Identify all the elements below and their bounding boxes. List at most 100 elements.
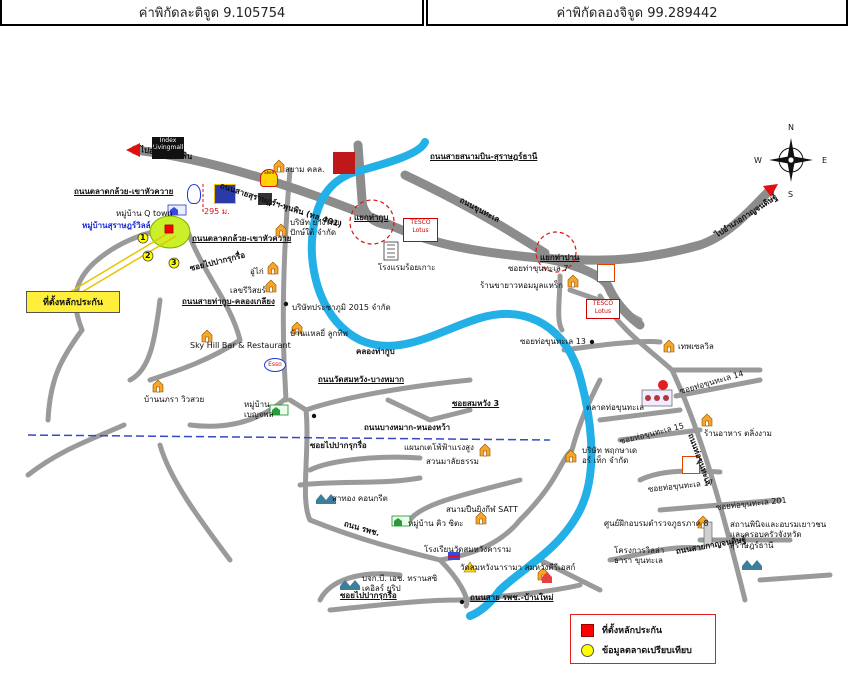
label-village-q: หมู่บ้าน Q town — [116, 209, 173, 218]
label-market-khun: ตลาดท่อขุนทะเล — [586, 403, 645, 412]
house-icon — [663, 339, 675, 353]
label-wat: วัดสมหวังนารามา สมหวังคีรีเอสก์ — [460, 563, 576, 572]
label-lek-wison: เลขรีวิสยร์ — [230, 286, 266, 295]
house-icon — [479, 443, 491, 457]
label-sky-hill: Sky Hill Bar & Restaurant — [190, 341, 291, 350]
label-hospital: เทพเซลวิล — [678, 342, 714, 351]
house-red-icon — [542, 572, 552, 583]
legend-market: ข้อมูลตลาดเปรียบเทียบ — [581, 643, 692, 657]
wat-icon — [463, 561, 477, 573]
minor-roads — [25, 167, 833, 613]
distance-label: 295 ม. — [204, 207, 230, 216]
house-icon — [265, 279, 277, 293]
house-icon — [275, 223, 287, 237]
legend-collateral-text: ที่ตั้งหลักประกัน — [602, 626, 663, 636]
house-icon — [273, 159, 285, 173]
school-flag-icon — [448, 552, 460, 560]
training-tower-icon — [703, 521, 713, 547]
tesco-lotus-logo-2: TESCO Lotus — [586, 299, 620, 319]
index-livingmall-logo: Index Livingmall — [152, 137, 184, 159]
river — [307, 138, 596, 620]
village-q-icon — [167, 204, 187, 216]
label-training-center: ศูนย์ฝึกอบรมตำรวจภูธรภาค 8 — [604, 519, 709, 528]
house-icon — [267, 261, 279, 275]
label-restaurant: ร้านอาหาร ตลิ่งงาม — [704, 429, 772, 438]
factory-icon — [340, 580, 360, 590]
market-marker-1 — [137, 232, 149, 244]
label-mai-bon: หมู่บ้าน เบญจพล — [244, 400, 274, 420]
factory-icon — [742, 560, 762, 570]
label-kim-village: หมู่บ้าน คิว ซิตะ — [408, 519, 464, 528]
seven-eleven-logo-1 — [597, 264, 615, 282]
label-rice-shop: ร้านขายาวหอมมูลแหร็ก — [480, 281, 563, 290]
tesco-lotus-text-2: TESCO Lotus — [592, 300, 614, 315]
market-markers — [137, 232, 180, 269]
label-soi-khun-7: ซอยท่าขุนทะเล 7 — [508, 264, 569, 273]
legend-collateral: ที่ตั้งหลักประกัน — [581, 623, 662, 637]
hotel-building-icon — [383, 241, 399, 261]
crystal-logo — [333, 152, 355, 174]
label-tha-pan-junction: แยกท่าปาน — [540, 253, 580, 262]
compass-e: E — [822, 156, 828, 165]
house-icon — [565, 449, 577, 463]
tesco-lotus-text-1: TESCO Lotus — [410, 219, 431, 234]
shell-logo: Shell — [260, 169, 278, 187]
label-soi-pakkrut-2: ซอยไปปากรุกรื่อ — [310, 441, 367, 450]
legend-red-square-icon — [581, 623, 594, 637]
label-ban-mai-road: ถนนสาย รพช.-บ้านใหม่ — [470, 593, 554, 602]
label-market-road-2: ถนนตลาดกล้วย-เขาหัวควาย — [192, 234, 292, 243]
label-airport-road: ถนนสายสนามบิน-สุราษฎร์ธานี — [430, 152, 538, 161]
label-pla-wijai: บ้านนภรา วิวสวย — [144, 395, 205, 404]
house-icon — [152, 379, 164, 393]
house-icon — [475, 511, 487, 525]
label-bangmak-road: ถนนวัดสมหวัง-บางหมาก — [318, 375, 404, 384]
legend: ที่ตั้งหลักประกัน ข้อมูลตลาดเปรียบเทียบ — [570, 614, 716, 664]
label-market-road: ถนนตลาดกล้วย-เขาหัวควาย — [74, 187, 174, 196]
label-khlong-thakup: คลองท่ากูบ — [356, 347, 395, 356]
shell-text: Shell — [264, 170, 274, 175]
index-livingmall-text: Index Livingmall — [152, 137, 184, 152]
tha-pan-junction-circle — [535, 231, 577, 273]
factory-icon — [316, 494, 336, 504]
main-roads — [130, 140, 775, 330]
market-stalls-icon — [641, 389, 673, 407]
house-icon — [567, 274, 579, 288]
label-bangkok-bank: บริษัท ยางไทย ปักษ์ใต้ จำกัด — [290, 218, 340, 237]
collateral-callout: ที่ตั้งหลักประกัน — [26, 291, 120, 313]
marker-number-3: 3 — [171, 258, 177, 267]
compass-rose — [769, 138, 813, 182]
tesco-lotus-logo-1: TESCO Lotus — [403, 218, 438, 242]
esso-text: Esso — [268, 361, 282, 368]
small-bank-logo — [258, 193, 272, 205]
label-tha-kup-junction: แยกท่ากูบ — [354, 213, 389, 222]
mai-bon-village-icon — [269, 404, 289, 416]
legend-market-text: ข้อมูลตลาดเปรียบเทียบ — [602, 646, 692, 656]
label-sathong: สาทอง คอนกรีต — [332, 494, 388, 503]
label-soi-pakkrut-3: ซอยไปปากรุกรื่อ — [340, 591, 397, 600]
pt-fuel-logo — [187, 184, 201, 204]
label-garage: แผนกเตโพ้ฟ้าแรงสูง — [404, 443, 474, 452]
callout-line-2 — [81, 235, 177, 293]
latitude-box: ค่าพิกัดละติจูด 9.105754 — [0, 0, 424, 26]
compass-w: W — [754, 156, 762, 165]
label-company-2: บจก.บี. เอช. ทรานสซิเคอิลร์ ยูริป — [362, 574, 438, 594]
label-hotel: โรงแรมร้อยเกาะ — [378, 263, 436, 272]
esso-logo: Esso — [264, 358, 286, 372]
label-som-wang-3: ซอยสมหวัง 3 — [452, 399, 500, 408]
seven-eleven-logo-2 — [682, 456, 700, 474]
compass-s: S — [788, 190, 794, 199]
market-marker-2 — [142, 250, 154, 262]
label-uthai: อู่ไก่ — [250, 267, 264, 276]
arrow-east — [763, 184, 778, 197]
label-pracha-company: บริษัทประชาภูมิ 2015 จำกัด — [292, 303, 391, 312]
longitude-text: ค่าพิกัดลองจิจูด 99.289442 — [556, 5, 718, 21]
callout-line-1 — [69, 231, 171, 293]
pt-logo-2 — [658, 380, 668, 390]
label-rehab: สถานพินิจและอบรมเยาวชน และครอบครัวจังหวั… — [730, 520, 827, 550]
kim-village-icon — [391, 515, 411, 527]
label-nong-road: ถนนบางหมาก-หนองหว้า — [364, 423, 451, 432]
marker-number-1: 1 — [140, 233, 146, 242]
label-school-2: โรงเรียนวัดสมหวังคาราม — [424, 545, 512, 554]
label-stadium: สนามปืนยิงกีฬ SATT — [446, 505, 518, 514]
